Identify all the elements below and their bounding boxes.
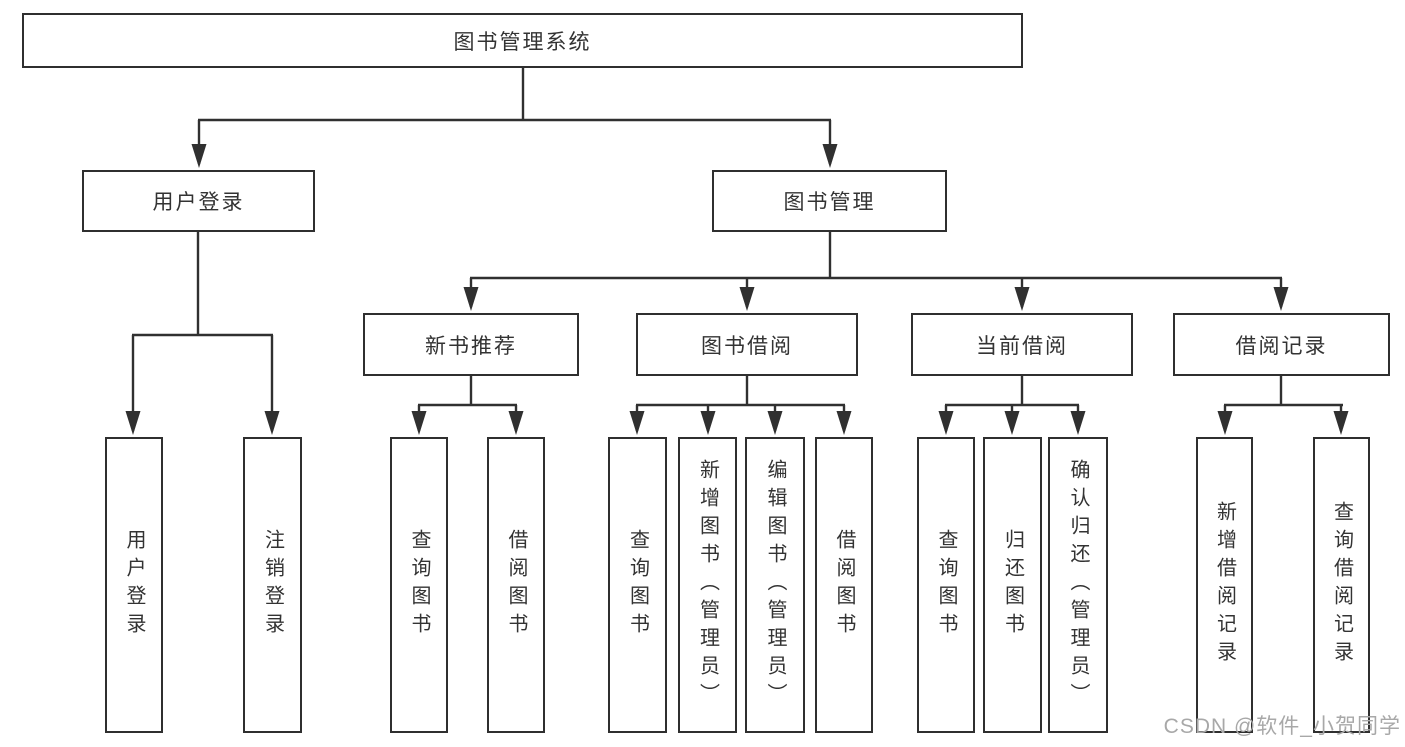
watermark: CSDN @软件_小贺同学 [1163,715,1401,738]
leaf-add-borrow-record-label: 新增借阅记录 [1213,501,1236,669]
leaf-query-books-2-label: 查询图书 [626,529,649,641]
node-book-borrow: 图书借阅 [636,313,858,376]
leaf-confirm-return-admin: 确认归还（管理员） [1048,437,1108,733]
leaf-borrow-books-2-label: 借阅图书 [833,529,855,641]
leaf-return-book-label: 归还图书 [1001,529,1024,641]
leaf-edit-book-admin: 编辑图书（管理员） [745,437,805,733]
leaf-query-books-2: 查询图书 [608,437,667,733]
leaf-user-login-label: 用户登录 [123,529,145,641]
leaf-query-books-1: 查询图书 [390,437,448,733]
leaf-logout-label: 注销登录 [261,529,284,641]
node-current-borrow: 当前借阅 [911,313,1133,376]
node-user-login-label: 用户登录 [152,191,245,214]
leaf-add-book-admin: 新增图书（管理员） [678,437,737,733]
node-root-label: 图书管理系统 [453,30,592,54]
leaf-user-login: 用户登录 [105,437,163,733]
leaf-confirm-return-admin-label: 确认归还（管理员） [1067,459,1089,711]
leaf-edit-book-admin-label: 编辑图书（管理员） [764,459,786,711]
node-user-login: 用户登录 [82,170,315,232]
leaf-borrow-books-2: 借阅图书 [815,437,873,733]
leaf-logout: 注销登录 [243,437,302,733]
leaf-query-books-1-label: 查询图书 [408,529,430,641]
leaf-query-borrow-record-label: 查询借阅记录 [1330,501,1353,669]
leaf-borrow-books-1: 借阅图书 [487,437,545,733]
node-book-management-label: 图书管理 [783,191,876,214]
node-root: 图书管理系统 [22,13,1023,68]
leaf-add-borrow-record: 新增借阅记录 [1196,437,1253,733]
node-borrow-records-label: 借阅记录 [1235,334,1328,358]
node-book-management: 图书管理 [712,170,947,232]
leaf-borrow-books-1-label: 借阅图书 [505,529,527,641]
leaf-query-books-3-label: 查询图书 [935,529,957,641]
node-current-borrow-label: 当前借阅 [976,334,1068,358]
node-book-borrow-label: 图书借阅 [701,334,793,358]
node-borrow-records: 借阅记录 [1173,313,1390,376]
leaf-query-borrow-record: 查询借阅记录 [1313,437,1370,733]
leaf-return-book: 归还图书 [983,437,1042,733]
leaf-add-book-admin-label: 新增图书（管理员） [696,459,719,711]
leaf-query-books-3: 查询图书 [917,437,975,733]
node-new-book-recommend: 新书推荐 [363,313,579,376]
node-new-book-recommend-label: 新书推荐 [425,334,517,358]
